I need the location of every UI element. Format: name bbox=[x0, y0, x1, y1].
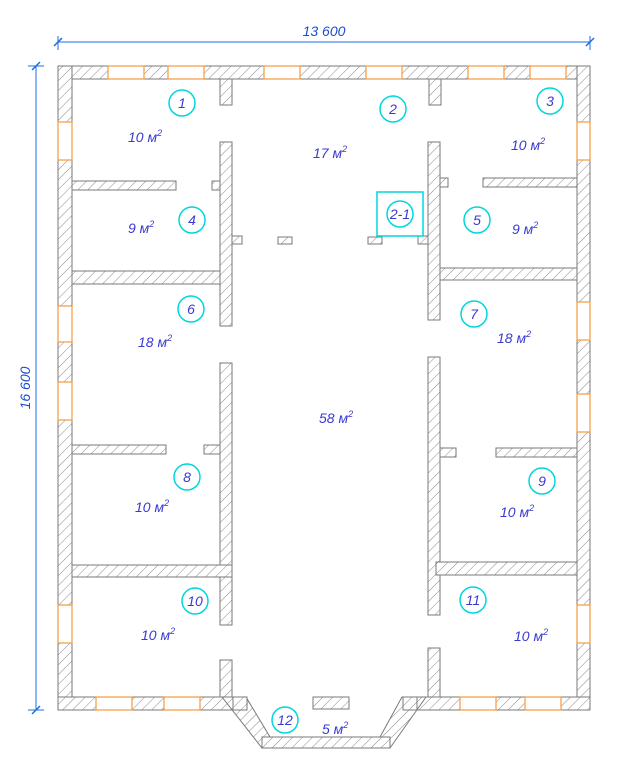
hwall-right-3 bbox=[495, 447, 578, 458]
window bbox=[263, 65, 301, 80]
window bbox=[576, 121, 591, 161]
stub-1 bbox=[211, 180, 221, 191]
area-label-8: 10 м2 bbox=[135, 498, 169, 515]
area-label-4: 9 м2 bbox=[128, 219, 154, 236]
window bbox=[524, 696, 562, 711]
area-label-7: 18 м2 bbox=[497, 329, 531, 346]
svg-text:5: 5 bbox=[473, 212, 481, 228]
window bbox=[95, 696, 133, 711]
svg-text:6: 6 bbox=[187, 301, 195, 317]
svg-text:1: 1 bbox=[178, 95, 186, 111]
window bbox=[107, 65, 145, 80]
window bbox=[365, 65, 403, 80]
stub-7 bbox=[203, 444, 221, 455]
area-label-11: 10 м2 bbox=[514, 627, 548, 644]
room-marker-4: 4 bbox=[178, 206, 206, 234]
area-label-3: 10 м2 bbox=[511, 136, 545, 153]
height-label: 16 600 bbox=[17, 366, 33, 409]
hwall-right-1 bbox=[482, 177, 578, 188]
window bbox=[57, 305, 73, 343]
svg-text:12: 12 bbox=[277, 712, 293, 728]
room-marker-5: 5 bbox=[463, 206, 491, 234]
hwall-left-1 bbox=[71, 180, 177, 191]
window bbox=[57, 381, 73, 421]
room-markers: 1 2 3 4 2-1 5 6 7 bbox=[168, 87, 564, 734]
area-label-1: 10 м2 bbox=[128, 128, 162, 145]
entrance-wall-right bbox=[312, 696, 350, 710]
room-marker-10: 10 bbox=[181, 587, 209, 615]
window bbox=[576, 393, 591, 433]
stub-2 bbox=[231, 235, 243, 245]
window bbox=[163, 696, 201, 711]
area-label-6: 18 м2 bbox=[138, 333, 172, 350]
svg-text:10: 10 bbox=[187, 593, 203, 609]
window bbox=[57, 604, 73, 644]
partition-right-2 bbox=[427, 356, 441, 616]
window bbox=[57, 121, 73, 161]
svg-text:2: 2 bbox=[388, 101, 397, 117]
entrance-wall-left bbox=[232, 696, 248, 711]
wall-stub-top-left bbox=[219, 78, 233, 106]
svg-text:9: 9 bbox=[538, 473, 546, 489]
area-label-9: 10 м2 bbox=[500, 503, 534, 520]
hwall-left-4 bbox=[71, 564, 233, 578]
svg-text:8: 8 bbox=[183, 469, 191, 485]
dimension-width: 13 600 bbox=[53, 23, 595, 50]
svg-text:11: 11 bbox=[466, 592, 481, 608]
partition-left-2 bbox=[219, 362, 233, 626]
window bbox=[459, 696, 497, 711]
window bbox=[167, 65, 205, 80]
area-labels: 10 м2 17 м2 10 м2 9 м2 9 м2 18 м2 18 м2 … bbox=[128, 128, 548, 737]
windows bbox=[57, 65, 591, 711]
outer-wall-bottom-left bbox=[57, 696, 234, 711]
room-marker-12: 12 bbox=[271, 706, 299, 734]
hwall-left-3 bbox=[71, 444, 167, 455]
room-marker-2: 2 bbox=[379, 95, 407, 123]
stub-3 bbox=[277, 236, 293, 245]
hwall-left-2 bbox=[71, 270, 221, 285]
area-label-10: 10 м2 bbox=[141, 626, 175, 643]
room-marker-1: 1 bbox=[168, 89, 196, 117]
svg-text:4: 4 bbox=[188, 212, 196, 228]
area-label-main: 58 м2 bbox=[319, 409, 353, 426]
room-marker-6: 6 bbox=[177, 295, 205, 323]
area-label-2: 17 м2 bbox=[313, 144, 347, 161]
hwall-right-2 bbox=[439, 267, 578, 281]
svg-text:7: 7 bbox=[470, 306, 479, 322]
partition-left-3 bbox=[219, 659, 233, 698]
walls bbox=[57, 65, 591, 749]
hwall-right-4 bbox=[435, 561, 578, 576]
bay-wall-bottom bbox=[261, 736, 391, 749]
width-label: 13 600 bbox=[303, 23, 346, 39]
svg-text:2-1: 2-1 bbox=[389, 206, 410, 222]
partition-left-1 bbox=[219, 141, 233, 327]
stub-5 bbox=[417, 235, 429, 245]
dimension-height: 16 600 bbox=[17, 61, 44, 715]
room-marker-11: 11 bbox=[459, 586, 487, 614]
room-marker-2-1: 2-1 bbox=[376, 191, 424, 237]
window bbox=[576, 604, 591, 644]
area-label-5: 9 м2 bbox=[512, 220, 538, 237]
partition-right-3 bbox=[427, 647, 441, 698]
room-marker-8: 8 bbox=[173, 463, 201, 491]
entrance-wall-right2 bbox=[402, 696, 418, 711]
stub-4 bbox=[367, 236, 383, 245]
window bbox=[576, 301, 591, 341]
partition-right-1 bbox=[427, 141, 441, 321]
room-marker-3: 3 bbox=[536, 87, 564, 115]
outer-wall-bottom-right bbox=[416, 696, 591, 711]
window bbox=[467, 65, 505, 80]
svg-text:3: 3 bbox=[546, 93, 554, 109]
area-label-12: 5 м2 bbox=[322, 720, 348, 737]
stub-6 bbox=[439, 177, 449, 188]
room-marker-7: 7 bbox=[460, 300, 488, 328]
wall-stub-top-right bbox=[428, 78, 442, 106]
room-marker-9: 9 bbox=[528, 467, 556, 495]
stub-8 bbox=[439, 447, 457, 458]
window bbox=[529, 65, 567, 80]
